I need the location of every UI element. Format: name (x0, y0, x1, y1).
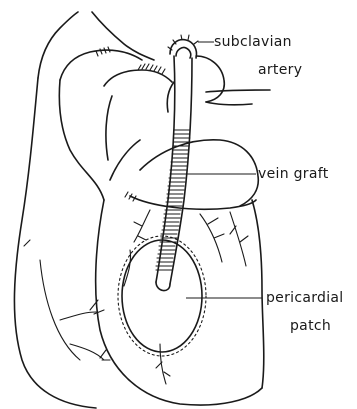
label-pericardial: pericardial (266, 290, 343, 306)
great-vessels (14, 12, 270, 408)
heart-outline (24, 140, 264, 405)
label-artery: artery (258, 62, 302, 78)
labels: subclavian artery vein graft pericardial… (214, 34, 343, 334)
label-vein-graft: vein graft (258, 166, 329, 182)
label-subclavian: subclavian (214, 34, 292, 50)
label-patch: patch (290, 318, 331, 334)
